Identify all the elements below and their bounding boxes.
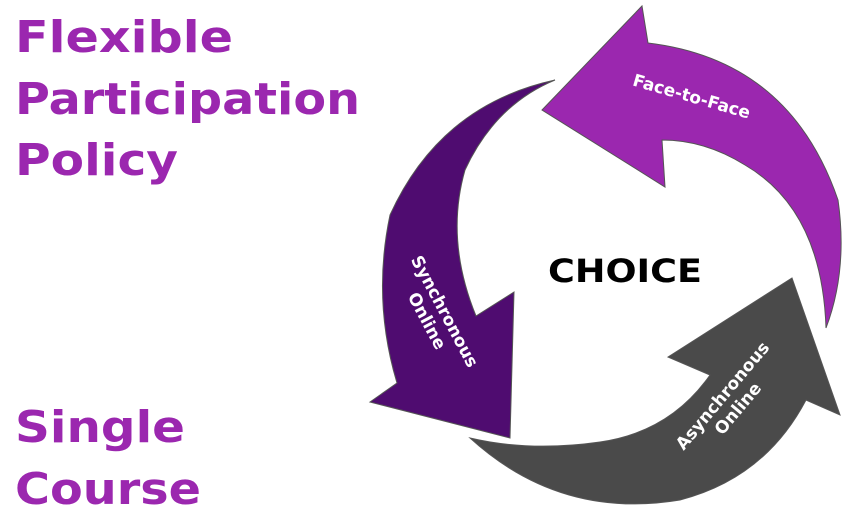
synchronous-online-arrow bbox=[368, 79, 556, 439]
subtitle-line-2: Course bbox=[15, 464, 201, 515]
face-to-face-arrow bbox=[541, 4, 842, 329]
title-line-2: Participation bbox=[15, 74, 360, 125]
title-line-1: Flexible bbox=[15, 12, 233, 63]
center-label: CHOICE bbox=[548, 252, 702, 290]
asynchronous-online-arrow bbox=[468, 277, 841, 505]
title-line-3: Policy bbox=[15, 135, 178, 186]
subtitle-line-1: Single bbox=[15, 402, 185, 453]
